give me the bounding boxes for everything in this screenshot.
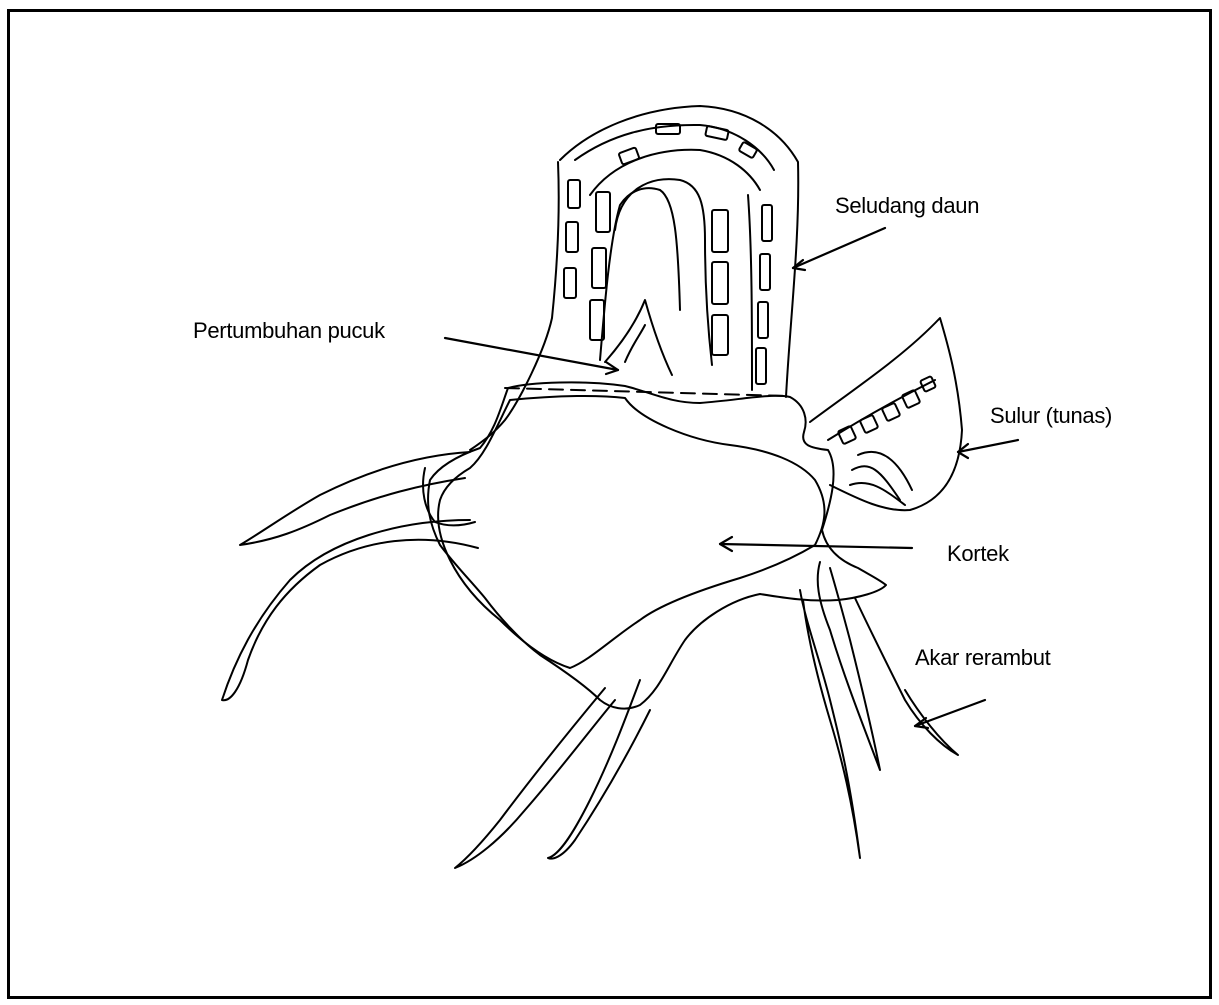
label-kortek: Kortek	[947, 541, 1009, 567]
label-pertumbuhan-pucuk: Pertumbuhan pucuk	[193, 318, 385, 344]
sheath-windows-left	[564, 180, 610, 340]
label-sulur-tunas: Sulur (tunas)	[990, 403, 1112, 429]
arrow-pertumbuhan-pucuk	[445, 338, 618, 370]
cut-line	[505, 388, 786, 396]
root-upper-left	[240, 452, 470, 545]
left-collar	[423, 468, 475, 525]
sheath-fold-3	[748, 195, 752, 390]
leaf-sheath-inner-arc	[575, 125, 774, 170]
arrow-seludang-daun	[793, 228, 885, 268]
sheath-inner-top	[590, 150, 760, 195]
sheath-fold-1	[615, 179, 712, 365]
arrow-akar-rerambut	[915, 700, 985, 726]
root-bottom-left	[455, 688, 615, 868]
label-seludang-daun: Seludang daun	[835, 193, 979, 219]
sheath-windows-right	[712, 205, 772, 384]
root-right-3	[855, 598, 958, 755]
label-akar-rerambut: Akar rerambut	[915, 645, 1050, 671]
kortek-region	[438, 396, 824, 668]
leaf-sheath-left	[470, 162, 559, 450]
root-left-long	[222, 520, 478, 700]
